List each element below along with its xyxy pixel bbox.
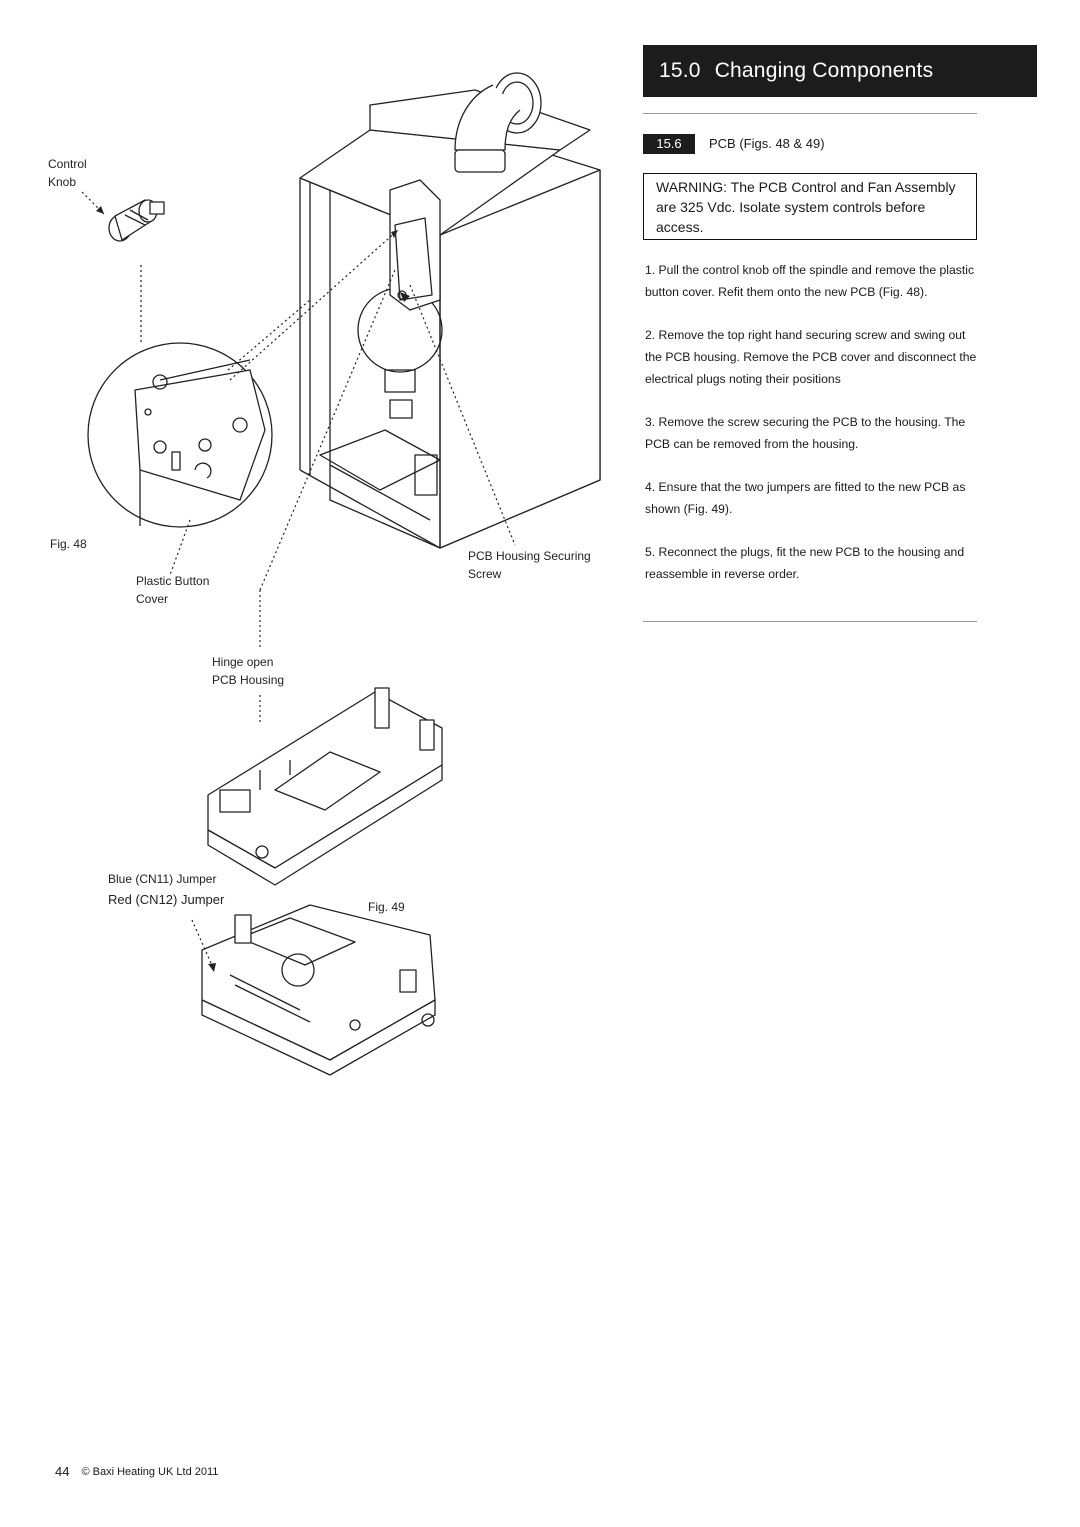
control-knob-label-line1: Control xyxy=(48,157,87,171)
copyright: © Baxi Heating UK Ltd 2011 xyxy=(81,1465,219,1478)
section-header: 15.0 Changing Components xyxy=(643,45,1037,97)
plastic-button-label-line1: Plastic Button xyxy=(136,574,210,588)
page-footer: 44 © Baxi Heating UK Ltd 2011 xyxy=(55,1464,218,1479)
plastic-button-label-line2: Cover xyxy=(136,592,169,606)
divider-top xyxy=(643,113,977,114)
fig49-caption: Fig. 49 xyxy=(368,900,405,914)
red-jumper-label: Red (CN12) Jumper xyxy=(108,892,225,907)
pcb-screw-label-line1: PCB Housing Securing xyxy=(468,549,591,563)
blue-jumper-label: Blue (CN11) Jumper xyxy=(108,872,217,886)
figure-49-illustration xyxy=(191,687,443,1076)
subsection-title: PCB (Figs. 48 & 49) xyxy=(709,136,825,151)
step-5: 5. Reconnect the plugs, fit the new PCB … xyxy=(645,545,965,581)
section-number: 15.0 xyxy=(659,59,701,82)
step-4: 4. Ensure that the two jumpers are fitte… xyxy=(645,480,966,516)
pcb-screw-label-line2: Screw xyxy=(468,567,502,581)
page-number: 44 xyxy=(55,1464,70,1479)
warning-box: WARNING: The PCB Control and Fan Assembl… xyxy=(643,173,977,240)
control-knob-label-line2: Knob xyxy=(48,175,77,189)
step-3: 3. Remove the screw securing the PCB to … xyxy=(645,415,966,451)
fig48-caption: Fig. 48 xyxy=(50,537,87,551)
figure-48-illustration xyxy=(81,72,601,722)
hinge-label-line2: PCB Housing xyxy=(212,673,285,687)
hinge-label-line1: Hinge open xyxy=(212,655,274,669)
steps-list: 1. Pull the control knob off the spindle… xyxy=(645,259,985,606)
step-1: 1. Pull the control knob off the spindle… xyxy=(645,263,975,299)
subsection-number-badge: 15.6 xyxy=(643,134,695,154)
section-title: Changing Components xyxy=(714,59,934,82)
step-2: 2. Remove the top right hand securing sc… xyxy=(645,328,977,386)
divider-bottom xyxy=(643,621,977,622)
